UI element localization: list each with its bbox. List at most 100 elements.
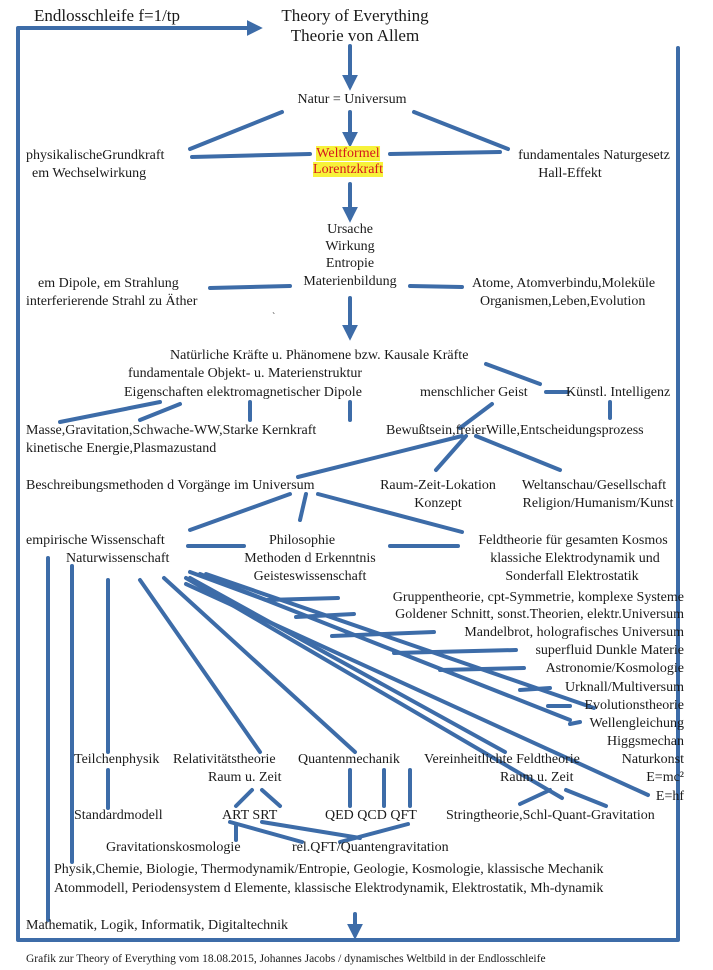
kraefte-line2: fundamentale Objekt- u. Materienstruktur [128,366,363,381]
artsrt-node: ART SRT [222,808,278,823]
line-kraefte-geist [484,362,542,386]
ki-node: Künstl. Intelligenz [566,385,671,400]
theory-item: Goldener Schnitt, sonst.Theorien, elektr… [395,607,684,622]
line-materie-atome [408,284,464,289]
verein-line1: Vereinheitlichte Feldtheorie [424,752,580,767]
theory-item: E=mc² [646,770,684,785]
standard-node: Standardmodell [74,808,163,823]
raumzeit-line2: Konzept [414,496,462,511]
dipole-line2: interferierende Strahl zu Äther [26,294,198,309]
loop-label: Endlosschleife f=1/tp [34,6,181,25]
line-nw-verein [188,576,507,754]
title-line1: Theory of Everything [281,6,429,25]
theory-item: E=hf [655,789,684,804]
ursache-line2: Wirkung [325,239,375,254]
kraefte-line3: Eigenschaften elektromagnetischer Dipole [124,385,362,400]
theory-item: Naturkonst [621,752,684,767]
mathe-node: Mathematik, Logik, Informatik, Digitalte… [26,918,289,933]
geist-node: menschlicher Geist [420,385,528,400]
line-besch-empirisch [188,492,292,532]
weltformel-line1: Weltformel [316,146,380,161]
masse-line2: kinetische Energie,Plasmazustand [26,441,217,456]
string-node: Stringtheorie,Schl-Quant-Gravitation [446,808,655,823]
philosophie-line1: Philosophie [268,533,336,548]
line-bew-beschreibung [296,434,464,479]
line-relativ-art [234,788,254,808]
line-bew-raumzeit [434,434,468,472]
theory-item: Gruppentheorie, cpt-Symmetrie, komplexe … [392,590,684,605]
line-bew-weltanschau [474,434,562,472]
stray-mark: ` [272,312,276,323]
line-dipol-masse-1 [58,400,162,424]
teilchen-node: Teilchenphysik [74,752,160,767]
feldtheorie-line3: Sonderfall Elektrostatik [505,569,639,584]
line-nw-theory-4 [198,572,572,722]
line-nw-theory-5 [204,572,596,710]
line-besch-philosophie [298,492,308,522]
verein-line2: Raum u. Zeit [500,770,574,785]
weltformel-node: Weltformel Lorentzkraft [313,146,383,178]
ursache-line3: Entropie [325,256,375,271]
theory-item: Higgsmechan [607,734,684,749]
atome-line1: Atome, Atomverbindu,Moleküle [472,276,656,291]
dipole-line1: em Dipole, em Strahlung [38,276,179,291]
relativ-line1: Relativitätstheorie [173,752,276,767]
grundkraft-line2: em Wechselwirkung [32,166,147,181]
theory-item: superfluid Dunkle Materie [535,643,684,658]
line-art-relqft [228,820,304,844]
naturgesetz-line1: fundamentales Naturgesetz [518,148,670,163]
weltformel-line2: Lorentzkraft [313,162,383,177]
line-verein-string-1 [518,788,552,806]
feldtheorie-line2: klassiche Elektrodynamik und [490,551,660,566]
theory-item: Urknall/Multiversum [565,680,684,695]
line-nw-quanten [162,576,357,754]
line-relativ-srt [260,788,282,808]
line-natur-naturgesetz [412,110,510,151]
philosophie-line3: Geisteswissenschaft [253,569,367,584]
line-geist-bewusstsein [458,402,494,430]
masse-line1: Masse,Gravitation,Schwache-WW,Starke Ker… [26,423,317,438]
ursache-line1: Ursache [327,222,373,237]
bewusstsein-node: Bewußtsein,freierWille,Entscheidungsproz… [386,423,644,438]
line-dipole-materie [208,284,292,290]
beschreibung-node: Beschreibungsmethoden d Vorgänge im Univ… [26,478,315,493]
raumzeit-line1: Raum-Zeit-Lokation [380,478,496,493]
relativ-line2: Raum u. Zeit [208,770,282,785]
empirisch-line1: empirische Wissenschaft [26,533,165,548]
kraefte-line1: Natürliche Kräfte u. Phänomene bzw. Kaus… [170,348,469,363]
line-srt-relqft [260,820,362,840]
grundkraft-line1: physikalischeGrundkraft [26,148,165,163]
theory-item: Wellengleichung [589,716,684,731]
naturgesetz-line2: Hall-Effekt [538,166,602,181]
loop-line-right [350,46,680,942]
line-nw-relativ [138,578,262,754]
line-qft-relqft [338,822,410,844]
line-besch-feldtheorie [316,492,464,534]
theory-item: Astronomie/Kosmologie [545,661,684,676]
quanten-node: Quantenmechanik [298,752,400,767]
loop-line [16,20,354,942]
line-natur-grundkraft [188,110,284,151]
line-dipol-masse-2 [138,402,182,422]
natur-node: Natur = Universum [297,92,407,107]
title-line2: Theorie von Allem [290,26,420,45]
line-grundkraft-weltformel [190,152,312,159]
gravkosmo-node: Gravitationskosmologie [106,840,241,855]
empirisch-line2: Naturwissenschaft [66,551,170,566]
physik-line2: Atommodell, Periodensystem d Elemente, k… [54,881,604,896]
ursache-line4: Materienbildung [303,274,397,289]
weltanschau-line1: Weltanschau/Gesellschaft [521,478,667,493]
atome-line2: Organismen,Leben,Evolution [480,294,646,309]
weltanschau-line2: Religion/Humanism/Kunst [522,496,674,511]
qed-node: QED QCD QFT [325,808,417,823]
relqft-node: rel.QFT/Quantengravitation [292,840,449,855]
feldtheorie-line1: Feldtheorie für gesamten Kosmos [478,533,668,548]
line-weltformel-naturgesetz [388,150,502,156]
physik-line1: Physik,Chemie, Biologie, Thermodynamik/E… [54,862,604,877]
theory-item: Evolutionstheorie [584,698,684,713]
line-verein-string-2 [564,788,608,808]
theory-item: Mandelbrot, holografisches Universum [464,625,684,640]
footer-caption: Grafik zur Theory of Everything vom 18.0… [26,953,546,965]
philosophie-line2: Methoden d Erkenntnis [244,551,376,566]
